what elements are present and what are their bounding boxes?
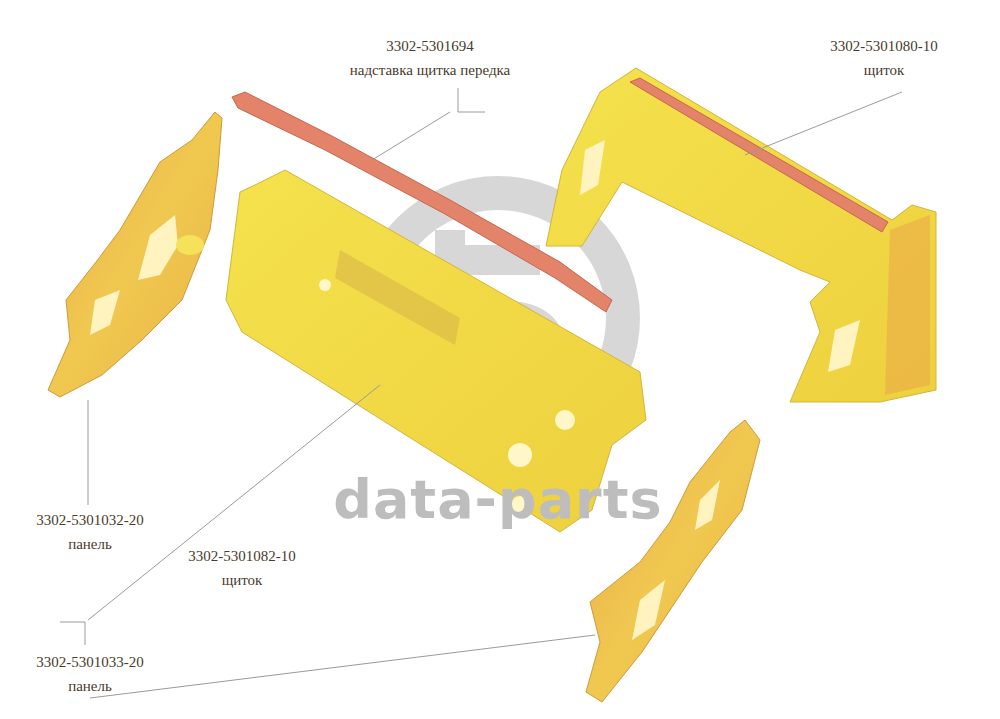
right-panel [586, 420, 760, 702]
watermark: data-parts [333, 470, 662, 529]
part-number: 3302-5301032-20 [36, 512, 144, 529]
part-number: 3302-5301080-10 [830, 38, 938, 55]
part-name: щиток [222, 572, 263, 589]
part-number: 3302-5301033-20 [36, 654, 144, 671]
part-name: панель [68, 678, 112, 695]
leader-lines [60, 88, 902, 698]
part-number: 3302-5301694 [386, 38, 474, 55]
part-number: 3302-5301082-10 [188, 548, 296, 565]
shield-assembly [546, 68, 936, 402]
left-panel [48, 112, 222, 397]
part-name: надставка щитка передка [350, 62, 511, 79]
part-name: панель [68, 536, 112, 553]
part-name: щиток [864, 62, 905, 79]
